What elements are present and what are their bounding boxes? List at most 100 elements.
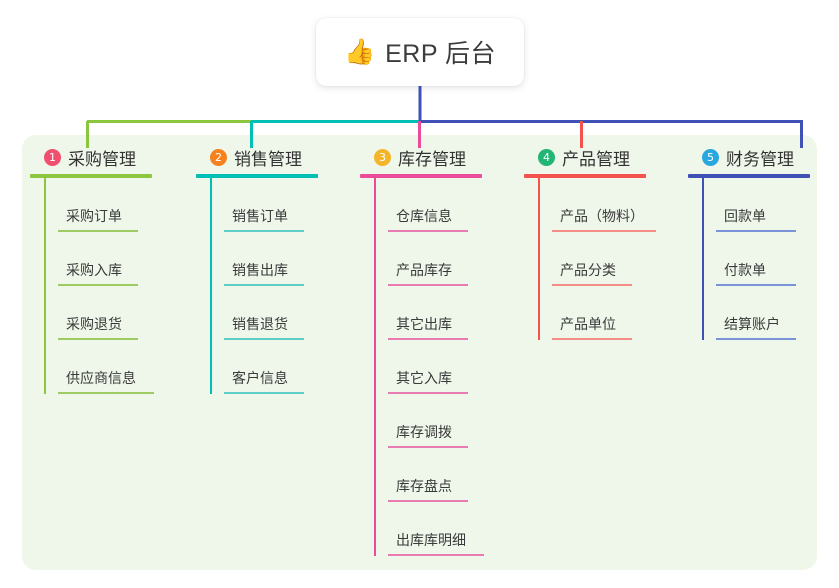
- branch-spine: [702, 178, 704, 340]
- branch-item-list: 销售订单销售出库销售退货客户信息: [196, 178, 318, 394]
- branch-spine: [374, 178, 376, 556]
- branch-column-sales: 2 销售管理销售订单销售出库销售退货客户信息: [196, 145, 318, 394]
- branch-item-label: 库存调拨: [396, 424, 452, 440]
- branch-item-label: 销售订单: [232, 208, 288, 224]
- branch-item-list: 仓库信息产品库存其它出库其它入库库存调拨库存盘点出库库明细: [360, 178, 484, 556]
- branch-spine: [538, 178, 540, 340]
- branch-header-rule: [360, 174, 482, 178]
- branch-item-rule: [58, 230, 138, 232]
- branch-title: 库存管理: [398, 149, 466, 169]
- branch-item-list: 回款单付款单结算账户: [688, 178, 810, 340]
- branch-header-sales[interactable]: 2 销售管理: [196, 145, 318, 169]
- branch-title: 采购管理: [68, 149, 136, 169]
- root-node[interactable]: 👍 ERP 后台: [316, 18, 524, 86]
- branch-number-badge: 2: [210, 148, 227, 166]
- branch-item-label: 仓库信息: [396, 208, 452, 224]
- branch-item[interactable]: 销售退货: [210, 286, 318, 340]
- branch-item-label: 回款单: [724, 208, 766, 224]
- branch-item-label: 采购订单: [66, 208, 122, 224]
- branch-item[interactable]: 客户信息: [210, 340, 318, 394]
- branch-item[interactable]: 其它入库: [374, 340, 482, 394]
- branch-item-list: 产品（物料） 产品分类产品单位: [524, 178, 656, 340]
- branch-item-label: 其它入库: [396, 370, 452, 386]
- branch-item-rule: [716, 230, 796, 232]
- branch-item-rule: [388, 446, 468, 448]
- branch-item-rule: [58, 284, 138, 286]
- branch-spine: [44, 178, 46, 394]
- branch-item[interactable]: 产品库存: [374, 232, 482, 286]
- branch-item-label: 产品单位: [560, 316, 616, 332]
- branch-item-label: 付款单: [724, 262, 766, 278]
- branch-header-rule: [524, 174, 646, 178]
- branch-item[interactable]: 回款单: [702, 178, 810, 232]
- branch-item-label: 采购退货: [66, 316, 122, 332]
- branch-item-rule: [224, 338, 304, 340]
- branch-item[interactable]: 采购入库: [44, 232, 152, 286]
- branch-item-rule: [58, 392, 154, 394]
- branch-item-label: 结算账户: [724, 316, 780, 332]
- branch-number-badge: 1: [44, 148, 61, 166]
- branch-item[interactable]: 产品（物料）: [538, 178, 656, 232]
- branch-header-rule: [196, 174, 318, 178]
- branch-header-purchasing[interactable]: 1 采购管理: [30, 145, 152, 169]
- thumbs-up-icon: 👍: [343, 37, 376, 66]
- branch-item-rule: [388, 392, 468, 394]
- branch-spine: [210, 178, 212, 394]
- branch-item[interactable]: 产品分类: [538, 232, 646, 286]
- branch-item-rule: [388, 284, 468, 286]
- branch-item-rule: [224, 392, 304, 394]
- branch-item-label: 产品（物料）: [560, 208, 644, 224]
- branch-item-rule: [388, 554, 484, 556]
- branch-item[interactable]: 销售订单: [210, 178, 318, 232]
- branch-item-rule: [552, 284, 632, 286]
- branch-item[interactable]: 销售出库: [210, 232, 318, 286]
- branch-item-label: 库存盘点: [396, 478, 452, 494]
- branch-item-rule: [388, 230, 468, 232]
- root-node-title: ERP 后台: [385, 40, 497, 68]
- branch-item[interactable]: 仓库信息: [374, 178, 482, 232]
- branch-item-label: 产品库存: [396, 262, 452, 278]
- branch-item-rule: [388, 338, 468, 340]
- branch-item[interactable]: 其它出库: [374, 286, 482, 340]
- branch-item-label: 产品分类: [560, 262, 616, 278]
- branch-number-badge: 5: [702, 148, 719, 166]
- branch-item[interactable]: 结算账户: [702, 286, 810, 340]
- branch-item[interactable]: 付款单: [702, 232, 810, 286]
- branch-item[interactable]: 供应商信息: [44, 340, 154, 394]
- branch-item[interactable]: 库存调拨: [374, 394, 482, 448]
- branch-item-rule: [224, 230, 304, 232]
- branch-item[interactable]: 出库库明细: [374, 502, 484, 556]
- branch-item-rule: [716, 338, 796, 340]
- branch-column-inventory: 3 库存管理仓库信息产品库存其它出库其它入库库存调拨库存盘点出库库明细: [360, 145, 484, 556]
- branch-item[interactable]: 采购订单: [44, 178, 152, 232]
- branch-item-rule: [716, 284, 796, 286]
- branch-item-rule: [224, 284, 304, 286]
- branch-header-rule: [688, 174, 810, 178]
- content-panel: [22, 135, 817, 570]
- branch-item-label: 出库库明细: [396, 532, 466, 548]
- branch-item[interactable]: 库存盘点: [374, 448, 482, 502]
- branch-item-label: 采购入库: [66, 262, 122, 278]
- branch-item-label: 销售出库: [232, 262, 288, 278]
- branch-item-label: 销售退货: [232, 316, 288, 332]
- branch-item-rule: [552, 230, 656, 232]
- branch-item[interactable]: 产品单位: [538, 286, 646, 340]
- branch-item-rule: [58, 338, 138, 340]
- branch-column-purchasing: 1 采购管理采购订单采购入库采购退货供应商信息: [30, 145, 154, 394]
- branch-item-label: 客户信息: [232, 370, 288, 386]
- branch-header-rule: [30, 174, 152, 178]
- branch-item-rule: [552, 338, 632, 340]
- branch-item-label: 其它出库: [396, 316, 452, 332]
- branch-item-label: 供应商信息: [66, 370, 136, 386]
- branch-title: 销售管理: [234, 149, 302, 169]
- branch-header-inventory[interactable]: 3 库存管理: [360, 145, 482, 169]
- branch-item-list: 采购订单采购入库采购退货供应商信息: [30, 178, 154, 394]
- branch-number-badge: 3: [374, 148, 391, 166]
- branch-title: 产品管理: [562, 149, 630, 169]
- branch-item[interactable]: 采购退货: [44, 286, 152, 340]
